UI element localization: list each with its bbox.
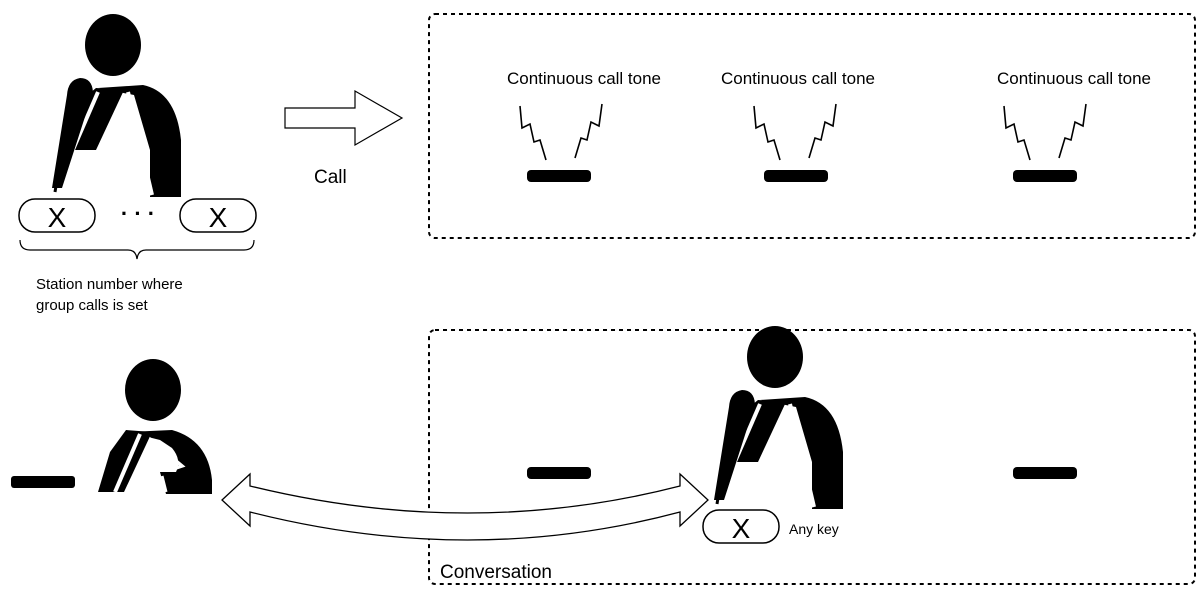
conversation-label: Conversation <box>440 562 552 583</box>
called-stations-box <box>428 13 1196 239</box>
conversation-arrow-icon <box>221 472 709 541</box>
group-brace <box>19 239 255 260</box>
station-3: Continuous call tone <box>997 69 1151 182</box>
phone-icon <box>527 170 591 182</box>
phone-icon <box>1013 467 1077 479</box>
station-3-tone-label: Continuous call tone <box>997 69 1151 88</box>
dial-key-first <box>18 198 96 233</box>
group-caption-line2: group calls is set <box>36 297 149 314</box>
answer-key-caption: Any key <box>789 521 839 537</box>
answering-person-icon <box>714 326 843 509</box>
phone-icon <box>764 170 828 182</box>
ringing-lines-icon <box>753 103 837 161</box>
call-arrow-icon <box>284 89 404 147</box>
dial-key-last-label: X <box>209 202 228 233</box>
dial-key-first-label: X <box>48 202 67 233</box>
station-1: Continuous call tone <box>507 69 661 182</box>
group-caption-line1: Station number where <box>36 276 183 293</box>
ringing-lines-icon <box>519 103 603 161</box>
answer-key-label: X <box>732 513 751 544</box>
station-2: Continuous call tone <box>721 69 875 182</box>
desk-phone-icon <box>11 476 75 488</box>
station-2-tone-label: Continuous call tone <box>721 69 875 88</box>
caller-at-desk-icon <box>11 359 212 494</box>
answering-stations-box <box>428 329 1196 585</box>
phone-icon <box>1013 170 1077 182</box>
answer-key <box>702 509 780 544</box>
caller-person-icon <box>52 14 181 197</box>
dial-key-last <box>179 198 257 233</box>
ringing-lines-icon <box>1003 103 1087 161</box>
call-label: Call <box>314 167 347 188</box>
key-ellipsis: · · · <box>121 201 155 226</box>
phone-icon <box>527 467 591 479</box>
station-1-tone-label: Continuous call tone <box>507 69 661 88</box>
dial-keys: X · · · X <box>18 198 257 233</box>
